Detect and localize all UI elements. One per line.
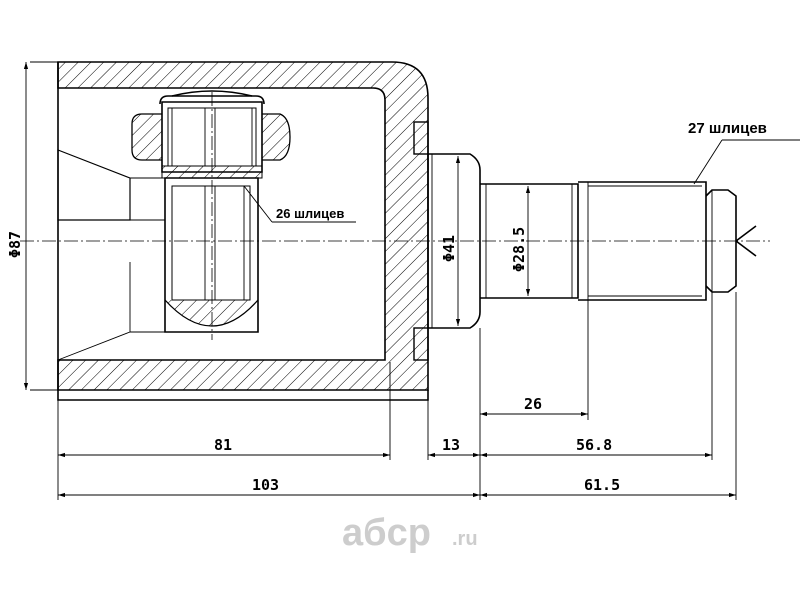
len-61-5-label: 61.5: [584, 476, 620, 494]
dim-row-1: 81 13 56.8: [58, 436, 712, 458]
inner-splines-label: 26 шлицев: [276, 206, 344, 221]
flange-diameter-label: Φ41: [440, 235, 458, 262]
dim-26: 26: [480, 395, 588, 417]
outer-diameter-label: Φ87: [6, 231, 24, 258]
watermark-suffix: .ru: [452, 528, 478, 550]
housing: [57, 61, 429, 401]
len-56-8-label: 56.8: [576, 436, 612, 454]
shaft-diameter-label: Φ28.5: [510, 227, 528, 272]
callout-outer-splines: 27 шлицев: [688, 120, 800, 185]
len-103-label: 103: [252, 476, 279, 494]
dim-flange-diameter: Φ41: [440, 156, 461, 326]
outer-splines-label: 27 шлицев: [688, 120, 767, 137]
callout-inner-splines: 26 шлицев: [243, 185, 356, 223]
dim-row-2: 103 61.5: [58, 476, 736, 498]
tripod-bearing: [131, 90, 291, 333]
watermark-brand: aбcp: [342, 512, 431, 554]
watermark-logo: aбcp .ru: [342, 512, 478, 554]
dim-outer-diameter: Φ87: [6, 61, 58, 391]
extension-lines: [57, 292, 737, 500]
flange-seal: [413, 121, 481, 361]
len-13-label: 13: [442, 436, 460, 454]
len-81-label: 81: [214, 436, 232, 454]
len-26-label: 26: [524, 395, 542, 413]
dim-shaft-diameter: Φ28.5: [510, 186, 531, 296]
